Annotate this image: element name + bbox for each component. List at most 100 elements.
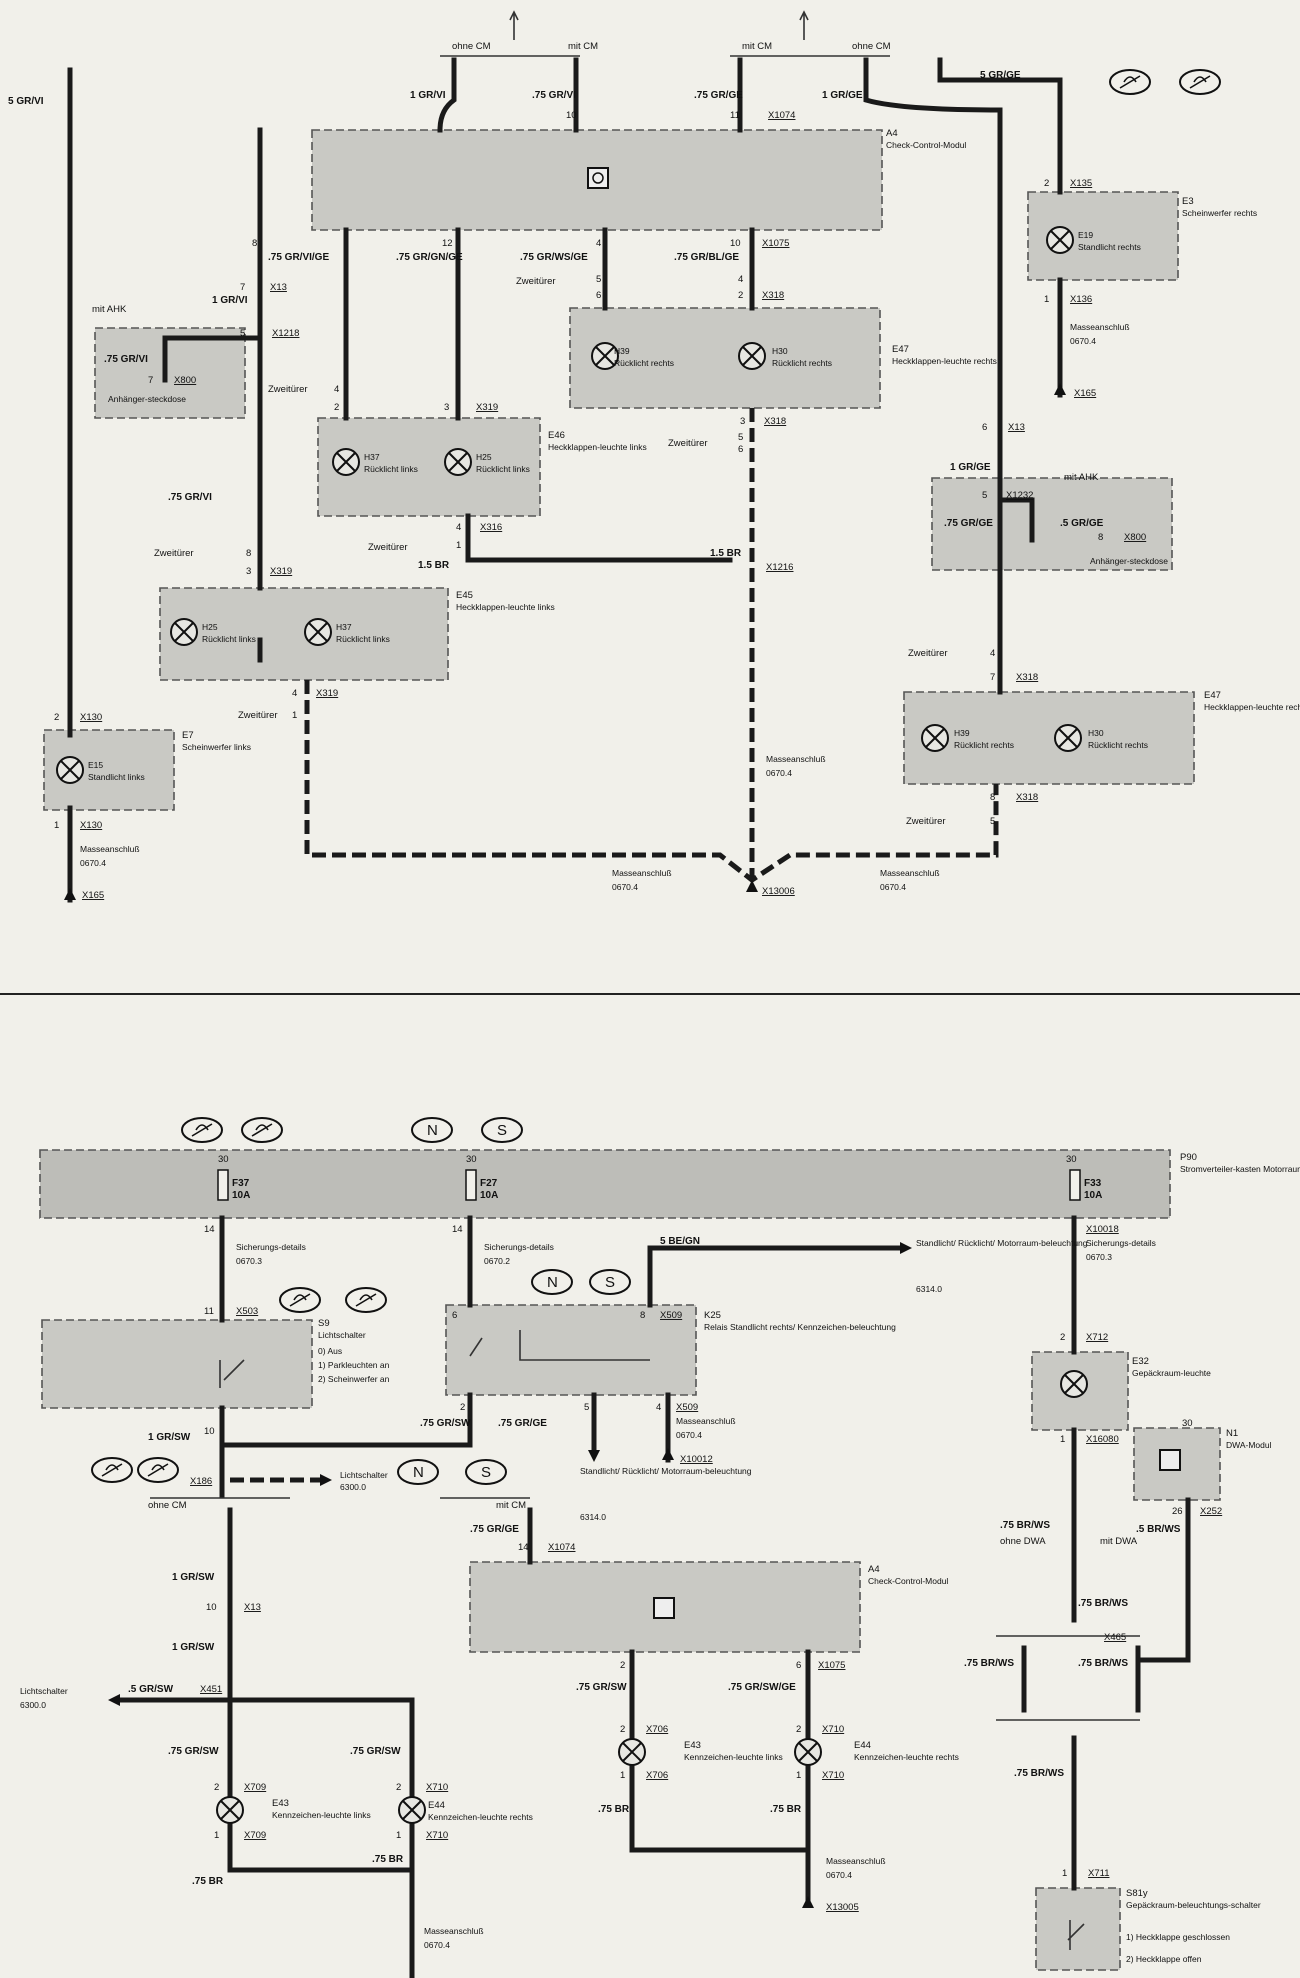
f27-id: F27 [480,1178,498,1189]
pin-6c: 6 [982,422,987,433]
k25-pin-5: 5 [584,1402,589,1413]
break-mark-1 [509,10,519,40]
cap-symbol-f [345,1287,387,1313]
label-zweiturer-2: Zweitürer [268,384,308,395]
s9-switch-contact [219,1359,245,1388]
pin-4f: 4 [990,648,995,659]
label-zweiturer-1: Zweitürer [516,276,556,287]
f37a-rating: 10A [232,1190,250,1201]
wire-label-w13: .75 GR/VI [168,492,212,503]
pin-3c: 3 [246,566,251,577]
ref-lswitch2: Lichtschalter [20,1686,68,1696]
conn-x10018: X10018 [1086,1224,1119,1235]
wire-5grge [937,57,1063,195]
h25-lower-id: H25 [202,622,218,632]
s9-pos0: 0) Aus [318,1346,342,1356]
pin-10: 10 [566,110,577,121]
lamp-e15 [56,756,84,784]
ground-label-lower-left: Masseanschluß [424,1926,484,1936]
oval-s-3-label: S [481,1464,491,1481]
ground-label-k25: Masseanschluß [676,1416,736,1426]
pin-2d: 2 [1044,178,1049,189]
label-zweiturer-4: Zweitürer [368,542,408,553]
wire-label-w12: .75 GR/VI [104,354,148,365]
oval-n-2: N [531,1269,573,1295]
wire-label-l4: .75 GR/GE [498,1418,547,1429]
k25-pin-6: 6 [452,1310,457,1321]
ground-ref-left: 0670.4 [80,858,106,868]
f27-rating: 10A [480,1190,498,1201]
label-zweiturer-7: Zweitürer [908,648,948,659]
lamp-h37-lower [304,618,332,646]
pin-8d: 8 [990,792,995,803]
wire-label-l18: .5 BR/WS [1136,1524,1181,1535]
label-ohne-cm-left: ohne CM [452,41,491,52]
conn-x130a: X130 [80,712,102,723]
e44b-id: E44 [854,1740,871,1751]
p90-name: Stromverteiler-kasten Motorraum [1180,1164,1300,1174]
e15-id: E15 [88,760,103,770]
lamp-e43a [216,1796,244,1824]
ground-symbol-x13006 [746,880,758,892]
s81-id: S81y [1126,1888,1148,1899]
oval-n-3-label: N [413,1464,424,1481]
arrow-standlicht-2 [588,1450,600,1462]
e44b-name: Kennzeichen-leuchte rechts [854,1752,959,1762]
s9-switch-box [41,1319,313,1409]
pin-2c: 2 [54,712,59,723]
ground-label-right: Masseanschluß [1070,322,1130,332]
h30-lower-name: Rücklicht rechts [1088,740,1148,750]
oval-n-3: N [397,1459,439,1485]
conn-x318a: X318 [762,290,784,301]
conn-x451: X451 [200,1684,222,1695]
ground-ref-bottom-right: 0670.4 [880,882,906,892]
conn-x319c: X319 [316,688,338,699]
fuse-details-3-ref: 0670.3 [1086,1252,1112,1262]
e43b-pin-1: 1 [620,1770,625,1781]
wire-label-w17: .75 GR/GE [944,518,993,529]
h30-upper-name: Rücklicht rechts [772,358,832,368]
h37-lower-id: H37 [336,622,352,632]
e45-id: E45 [456,590,473,601]
cap-symbol-g [91,1457,133,1483]
conn-x130b: X130 [80,820,102,831]
e7-id: E7 [182,730,194,741]
h39-upper-id: H39 [614,346,630,356]
lower-diagram: N S N S N S [20,1117,1300,1978]
conn-x710b: X710 [426,1830,448,1841]
fuse-details-1-ref: 0670.3 [236,1256,262,1266]
e43a-pin-2: 2 [214,1782,219,1793]
pin-10b: 10 [730,238,741,249]
wire-label-w1: 5 GR/VI [8,96,44,107]
h37-lower-name: Rücklicht links [336,634,390,644]
h25-upper-id: H25 [476,452,492,462]
k25-id: K25 [704,1310,721,1321]
lamp-h25-upper [444,448,472,476]
wire-label-l17: .75 BR/WS [1000,1520,1050,1531]
k25-pin-8: 8 [640,1310,645,1321]
ground-label-center: Masseanschluß [766,754,826,764]
fuse-details-3: Sicherungs-details [1086,1238,1156,1248]
conn-x1074: X1074 [768,110,795,121]
conn-x1074-lower: X1074 [548,1542,575,1553]
ref-stand2: Standlicht/ Rücklicht/ Motorraum-beleuch… [580,1466,752,1476]
fuse-details-1: Sicherungs-details [236,1242,306,1252]
wire-label-l5: .75 GR/GE [470,1524,519,1535]
ground-ref-lower-left: 0670.4 [424,1940,450,1950]
s81-pin-1: 1 [1062,1868,1067,1879]
f37a-pin-in: 30 [218,1154,229,1165]
ref-lswitch2-num: 6300.0 [20,1700,46,1710]
pin-3a: 3 [444,402,449,413]
e32-pin-2: 2 [1060,1332,1065,1343]
e47a-name: Heckklappen-leuchte rechts [892,356,997,366]
e32-id: E32 [1132,1356,1149,1367]
cap-symbol-b [1179,69,1221,95]
lamp-h25-lower [170,618,198,646]
lamp-e19 [1046,226,1074,254]
h30-upper-id: H30 [772,346,788,356]
f33-id: F33 [1084,1178,1102,1189]
wire-label-l8: .5 GR/SW [128,1684,174,1695]
h39-lower-id: H39 [954,728,970,738]
